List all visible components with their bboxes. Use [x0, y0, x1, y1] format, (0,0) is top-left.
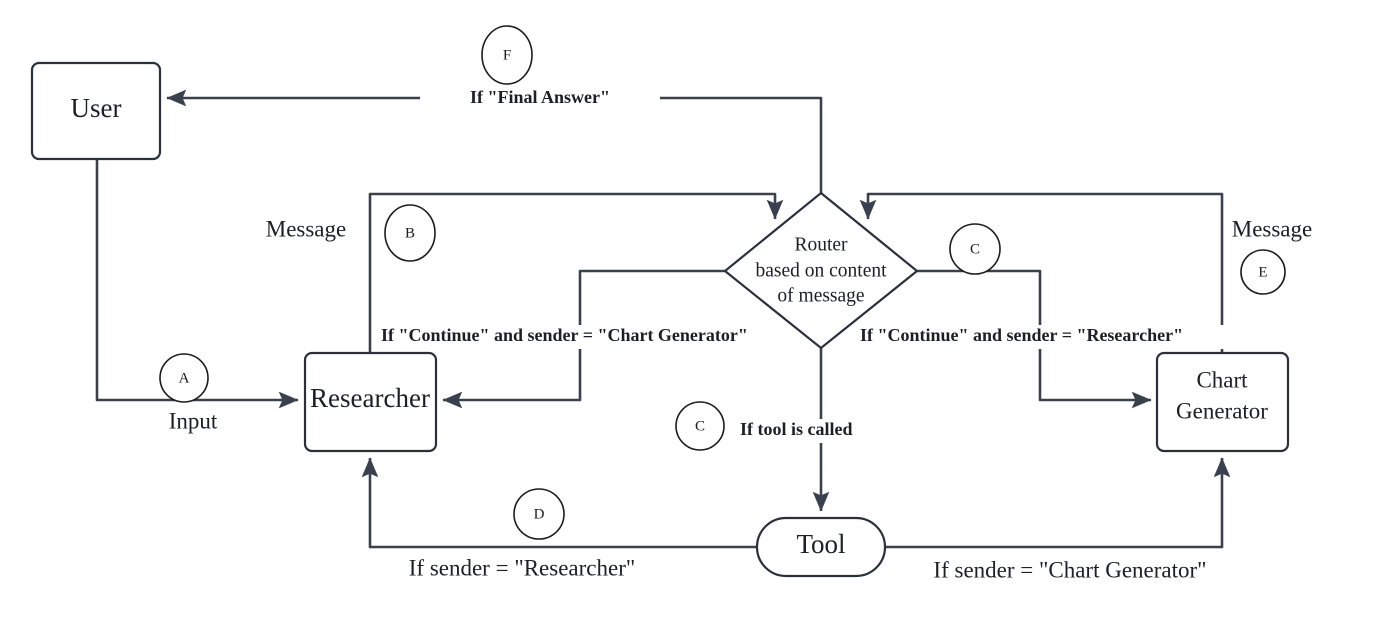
marker-a: A: [159, 353, 209, 403]
marker-b-letter: B: [405, 225, 415, 241]
node-router[interactable]: Router based on content of message: [723, 191, 919, 350]
node-tool-label: Tool: [796, 529, 845, 559]
marker-c-right-circle: [949, 223, 1001, 275]
marker-e-circle: [1240, 249, 1286, 295]
node-chart-generator-label-line2: Generator: [1176, 398, 1268, 423]
node-user-label: User: [71, 93, 122, 123]
edge-label-message-right: Message: [1232, 216, 1312, 241]
node-chart-generator[interactable]: Chart Generator: [1155, 351, 1290, 453]
marker-d-letter: D: [534, 506, 545, 522]
edge-label-continue-researcher-backdrop: [857, 325, 1245, 349]
node-researcher-label: Researcher: [310, 383, 430, 413]
edge-label-sender-chart-generator: If sender = "Chart Generator": [933, 557, 1206, 582]
edge-label-final-answer: If "Final Answer": [470, 87, 610, 107]
node-tool[interactable]: Tool: [755, 516, 887, 578]
node-researcher[interactable]: Researcher: [303, 351, 438, 453]
node-router-shape: [723, 191, 919, 350]
node-tool-shape: [755, 516, 887, 578]
marker-d: D: [513, 488, 565, 540]
edge-router-to-user: [166, 89, 823, 193]
node-router-label-line2: based on content: [755, 260, 887, 281]
edge-label-continue-researcher: If "Continue" and sender = "Researcher": [860, 325, 1183, 345]
edge-chartgenerator-to-router: [859, 192, 1224, 357]
edge-label-final-answer-group: If "Final Answer": [420, 86, 660, 110]
node-chart-generator-shape: [1155, 351, 1290, 453]
edge-label-continue-chart-generator: If "Continue" and sender = "Chart Genera…: [381, 325, 748, 345]
marker-d-circle: [513, 488, 565, 540]
marker-b: B: [384, 204, 436, 262]
edge-researcher-to-router: [368, 192, 784, 353]
edge-label-final-answer-backdrop: [420, 86, 660, 110]
node-user[interactable]: User: [30, 61, 162, 161]
marker-a-letter: A: [179, 370, 190, 386]
marker-c-tool-circle: [675, 401, 725, 451]
node-chart-generator-label-line1: Chart: [1196, 367, 1248, 392]
edge-label-message-left: Message: [266, 216, 346, 241]
marker-b-circle: [384, 204, 436, 262]
edge-label-tool-is-called: If tool is called: [740, 419, 853, 439]
node-researcher-shape: [303, 351, 438, 453]
edge-label-sender-researcher: If sender = "Researcher": [409, 555, 636, 580]
node-router-label-line3: of message: [777, 285, 864, 306]
marker-e: E: [1240, 249, 1286, 295]
marker-c-right: C: [949, 223, 1001, 275]
edge-label-continue-chart-backdrop: [378, 325, 782, 349]
marker-e-letter: E: [1258, 264, 1267, 280]
marker-c-right-letter: C: [970, 241, 980, 257]
edge-tool-to-chartgenerator: [886, 457, 1231, 549]
edge-label-input: Input: [169, 408, 218, 433]
edge-tool-to-researcher: [361, 457, 756, 549]
marker-a-circle: [159, 353, 209, 403]
edge-label-continue-chart-group: If "Continue" and sender = "Chart Genera…: [378, 325, 782, 349]
node-router-label-line1: Router: [794, 234, 848, 255]
edge-label-tool-called-group: If tool is called: [737, 419, 905, 443]
marker-c-tool-letter: C: [695, 418, 705, 434]
marker-f-circle: [481, 25, 533, 85]
marker-c-tool: C: [675, 401, 725, 451]
node-user-shape: [30, 61, 162, 161]
edge-label-tool-called-backdrop: [737, 419, 905, 443]
marker-f-letter: F: [503, 47, 511, 63]
marker-f: F: [481, 25, 533, 85]
edge-user-to-researcher: [95, 159, 299, 409]
edge-label-continue-researcher-group: If "Continue" and sender = "Researcher": [857, 325, 1245, 349]
